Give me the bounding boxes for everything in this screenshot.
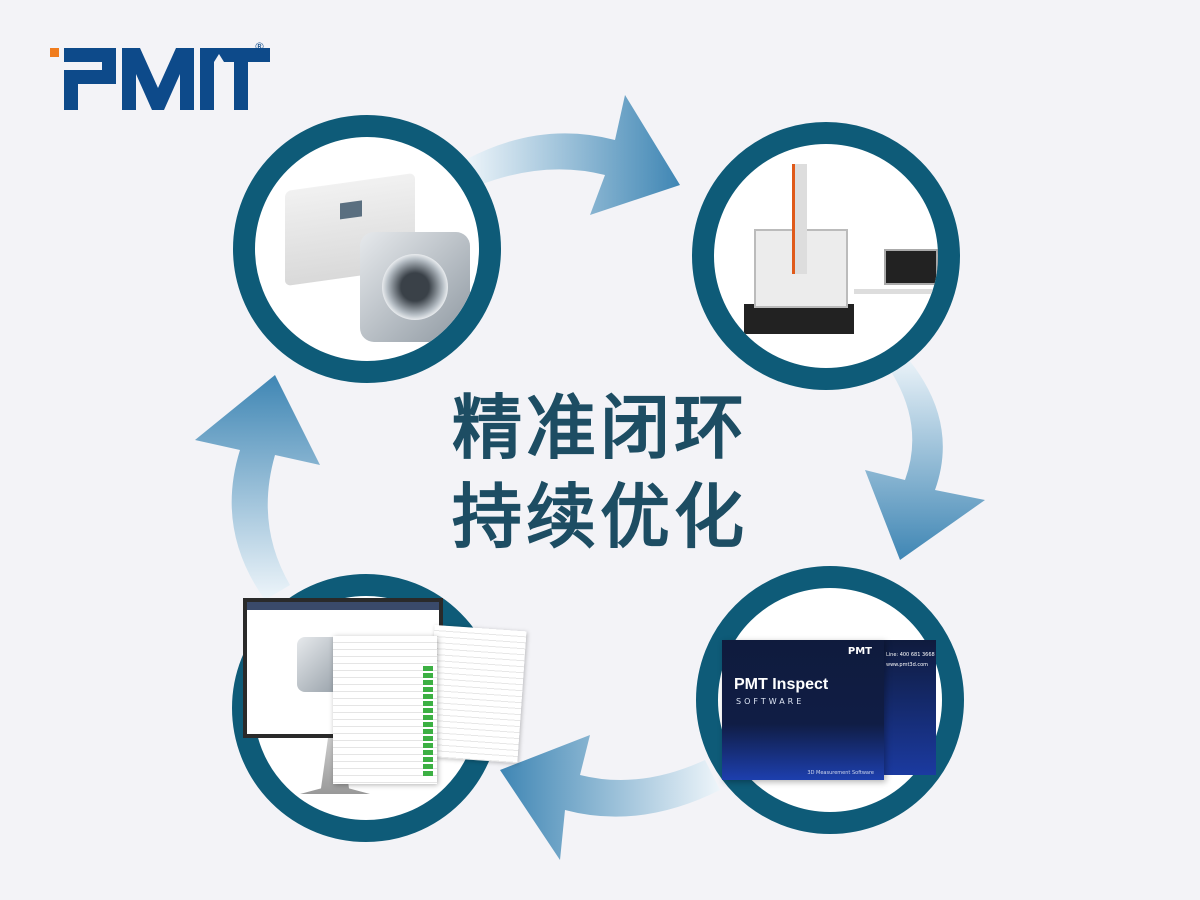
software-box: PMT PMT Inspect SOFTWARE 3D Measurement … — [722, 640, 884, 780]
arrow-bottom — [500, 735, 720, 860]
pmt-logo: ® — [50, 40, 270, 110]
arrow-top — [465, 95, 680, 215]
box-subtitle: SOFTWARE — [736, 697, 805, 706]
arrow-right — [865, 355, 985, 560]
headline-line1: 精准闭环 — [452, 387, 748, 469]
arrow-left — [195, 375, 320, 600]
website-text: www.pmt3d.com — [886, 662, 929, 668]
stage-measurement-circle — [692, 122, 960, 390]
box-title: PMT Inspect — [734, 676, 829, 693]
registered-mark: ® — [254, 40, 265, 53]
box-logo: PMT — [847, 646, 872, 657]
workstation-icon — [854, 249, 938, 319]
cmm-machine-icon — [744, 164, 854, 334]
valve-part-icon — [360, 232, 470, 342]
report-sheet-front — [333, 636, 437, 784]
headline-line2: 持续优化 — [452, 476, 748, 558]
box-tagline: 3D Measurement Software — [807, 770, 874, 776]
phone-text: Line: 400 681 3668 — [886, 652, 935, 658]
software-box-side: Line: 400 681 3668 www.pmt3d.com — [884, 640, 936, 775]
stage-machining-circle — [233, 115, 501, 383]
report-sheet-back — [425, 624, 527, 764]
